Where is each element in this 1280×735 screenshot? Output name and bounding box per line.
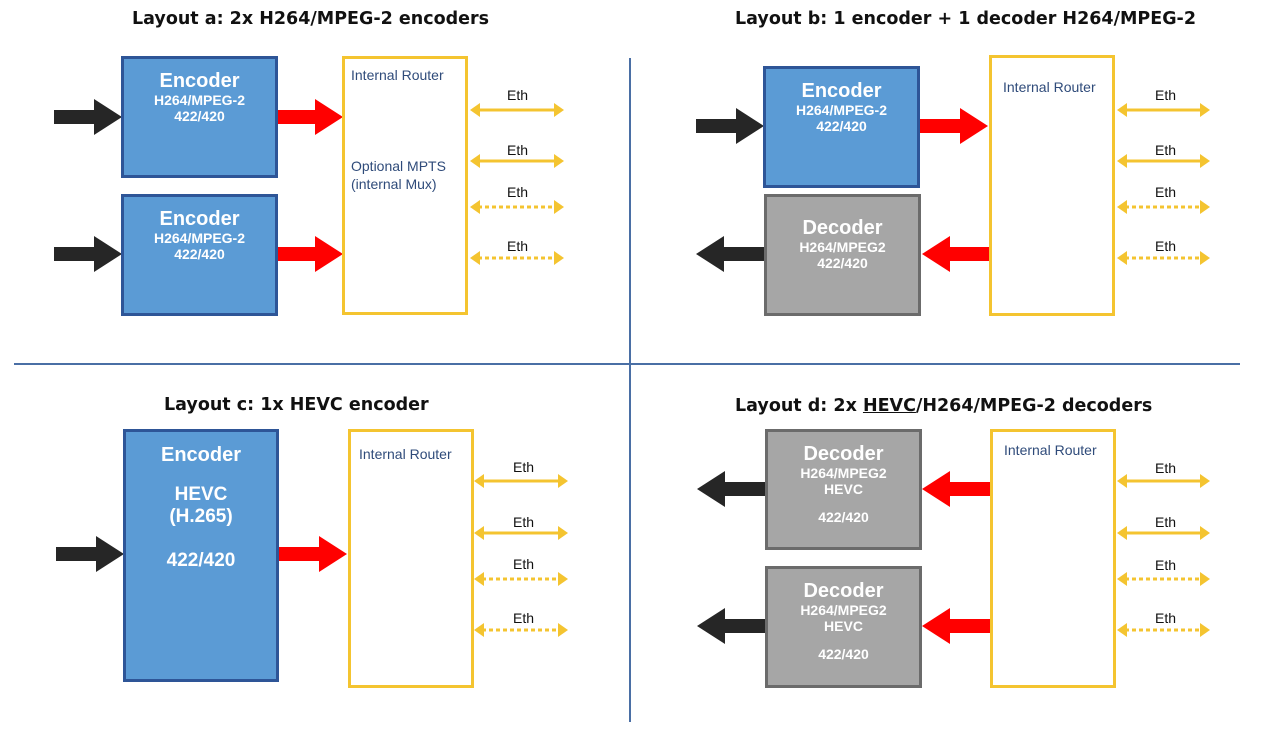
layout-d-decoder-1: Decoder H264/MPEG2 HEVC 422/420 — [765, 429, 922, 550]
layout-a-eth-label-4: Eth — [507, 238, 529, 254]
layout-a-input-arrow-1 — [54, 99, 122, 135]
layout-b-eth-arrow-1 — [1117, 103, 1210, 117]
layout-d-router-label: Internal Router — [1004, 442, 1097, 458]
decoder-codec: H264/MPEG2 — [800, 602, 887, 618]
layout-d-eth-arrow-3 — [1117, 572, 1210, 586]
encoder-codec-alt: (H.265) — [169, 506, 233, 527]
layout-d-title-suffix: /H264/MPEG-2 decoders — [915, 396, 1153, 416]
layout-d-output-arrow-1 — [697, 471, 766, 507]
layout-b-router-label: Internal Router — [1003, 79, 1096, 95]
layout-d-decoder-2: Decoder H264/MPEG2 HEVC 422/420 — [765, 566, 922, 688]
layout-a-eth-arrow-3 — [470, 200, 564, 214]
decoder-codec-2: HEVC — [824, 618, 863, 634]
layout-d-title-prefix: Layout d: 2x — [735, 396, 863, 416]
encoder-label: Encoder — [159, 208, 240, 230]
layout-a-internal-router — [342, 56, 468, 315]
layout-b-title: Layout b: 1 encoder + 1 decoder H264/MPE… — [735, 9, 1196, 29]
layout-b-eth-label-4: Eth — [1155, 238, 1177, 254]
layout-c-encoder: Encoder HEVC (H.265) 422/420 — [123, 429, 279, 682]
layout-b-encoder: Encoder H264/MPEG-2 422/420 — [763, 66, 920, 188]
layout-b-stream-arrow — [920, 108, 988, 144]
layout-c-eth-label-4: Eth — [513, 610, 535, 626]
layout-d-eth-arrow-1 — [1117, 474, 1210, 488]
layout-c-eth-arrow-2 — [474, 526, 568, 540]
layout-c-internal-router — [348, 429, 474, 688]
layout-a-mpts-label-2: (internal Mux) — [351, 176, 437, 192]
layout-d-eth-label-1: Eth — [1155, 460, 1177, 476]
layout-a-title: Layout a: 2x H264/MPEG-2 encoders — [132, 9, 490, 29]
decoder-format: 422/420 — [817, 255, 868, 271]
layout-a-eth-label-1: Eth — [507, 87, 529, 103]
decoder-label: Decoder — [803, 443, 884, 465]
decoder-codec: H264/MPEG2 — [799, 239, 886, 255]
layout-a-eth-arrow-4 — [470, 251, 564, 265]
layout-d-eth-label-3: Eth — [1155, 557, 1177, 573]
layout-b-eth-label-3: Eth — [1155, 184, 1177, 200]
layout-d-title-underlined: HEVC — [862, 396, 916, 416]
layout-d-eth-arrow-2 — [1117, 526, 1210, 540]
layout-c-eth-arrow-3 — [474, 572, 568, 586]
layout-a-stream-arrow-1 — [278, 99, 343, 135]
layout-d-output-arrow-2 — [697, 608, 766, 644]
encoder-codec: HEVC — [174, 484, 228, 505]
decoder-format: 422/420 — [818, 509, 869, 525]
layout-c-eth-label-1: Eth — [513, 459, 535, 475]
layout-a-router-label: Internal Router — [351, 67, 444, 83]
layout-d-stream-arrow-1 — [922, 471, 990, 507]
layout-b-eth-label-2: Eth — [1155, 142, 1177, 158]
layout-d-eth-arrow-4 — [1117, 623, 1210, 637]
encoder-format: 422/420 — [166, 550, 236, 571]
layout-b-eth-arrow-3 — [1117, 200, 1210, 214]
layout-c-stream-arrow — [279, 536, 347, 572]
decoder-codec: H264/MPEG2 — [800, 465, 887, 481]
layout-a-stream-arrow-2 — [278, 236, 343, 272]
encoder-codec: H264/MPEG-2 — [153, 230, 246, 246]
layout-a-eth-arrow-1 — [470, 103, 564, 117]
layout-a-encoder-2: Encoder H264/MPEG-2 422/420 — [121, 194, 278, 316]
decoder-label: Decoder — [803, 580, 884, 602]
encoder-label: Encoder — [159, 70, 240, 92]
layout-d-internal-router — [990, 429, 1116, 688]
layout-c-router-label: Internal Router — [359, 446, 452, 462]
layout-a-eth-label-2: Eth — [507, 142, 529, 158]
layout-b-eth-arrow-2 — [1117, 154, 1210, 168]
layout-d-title: Layout d: 2x HEVC/H264/MPEG-2 decoders — [735, 396, 1152, 416]
decoder-format: 422/420 — [818, 646, 869, 662]
layout-a-encoder-1: Encoder H264/MPEG-2 422/420 — [121, 56, 278, 178]
encoder-format: 422/420 — [174, 108, 225, 124]
layout-c-input-arrow — [56, 536, 124, 572]
layout-b-input-arrow — [696, 108, 764, 144]
layout-a-eth-arrow-2 — [470, 154, 564, 168]
encoder-codec: H264/MPEG-2 — [153, 92, 246, 108]
layout-a-eth-label-3: Eth — [507, 184, 529, 200]
layout-b-output-arrow — [696, 236, 765, 272]
decoder-codec-2: HEVC — [824, 481, 863, 497]
layout-b-internal-router — [989, 55, 1115, 316]
layout-b-decoder: Decoder H264/MPEG2 422/420 — [764, 194, 921, 316]
layout-c-title: Layout c: 1x HEVC encoder — [164, 395, 429, 415]
layout-c-eth-arrow-1 — [474, 474, 568, 488]
encoder-format: 422/420 — [816, 118, 867, 134]
layout-d-eth-label-4: Eth — [1155, 610, 1177, 626]
layout-d-stream-arrow-2 — [922, 608, 990, 644]
layout-a-input-arrow-2 — [54, 236, 122, 272]
layout-d-eth-label-2: Eth — [1155, 514, 1177, 530]
layout-b-eth-label-1: Eth — [1155, 87, 1177, 103]
layout-c-eth-arrow-4 — [474, 623, 568, 637]
layout-b-stream-arrow-in — [922, 236, 990, 272]
encoder-codec: H264/MPEG-2 — [795, 102, 888, 118]
encoder-label: Encoder — [801, 80, 882, 102]
layout-b-eth-arrow-4 — [1117, 251, 1210, 265]
encoder-label: Encoder — [160, 444, 242, 466]
layout-c-eth-label-2: Eth — [513, 514, 535, 530]
decoder-label: Decoder — [802, 217, 883, 239]
layout-c-eth-label-3: Eth — [513, 556, 535, 572]
encoder-format: 422/420 — [174, 246, 225, 262]
layout-a-mpts-label-1: Optional MPTS — [351, 158, 446, 174]
